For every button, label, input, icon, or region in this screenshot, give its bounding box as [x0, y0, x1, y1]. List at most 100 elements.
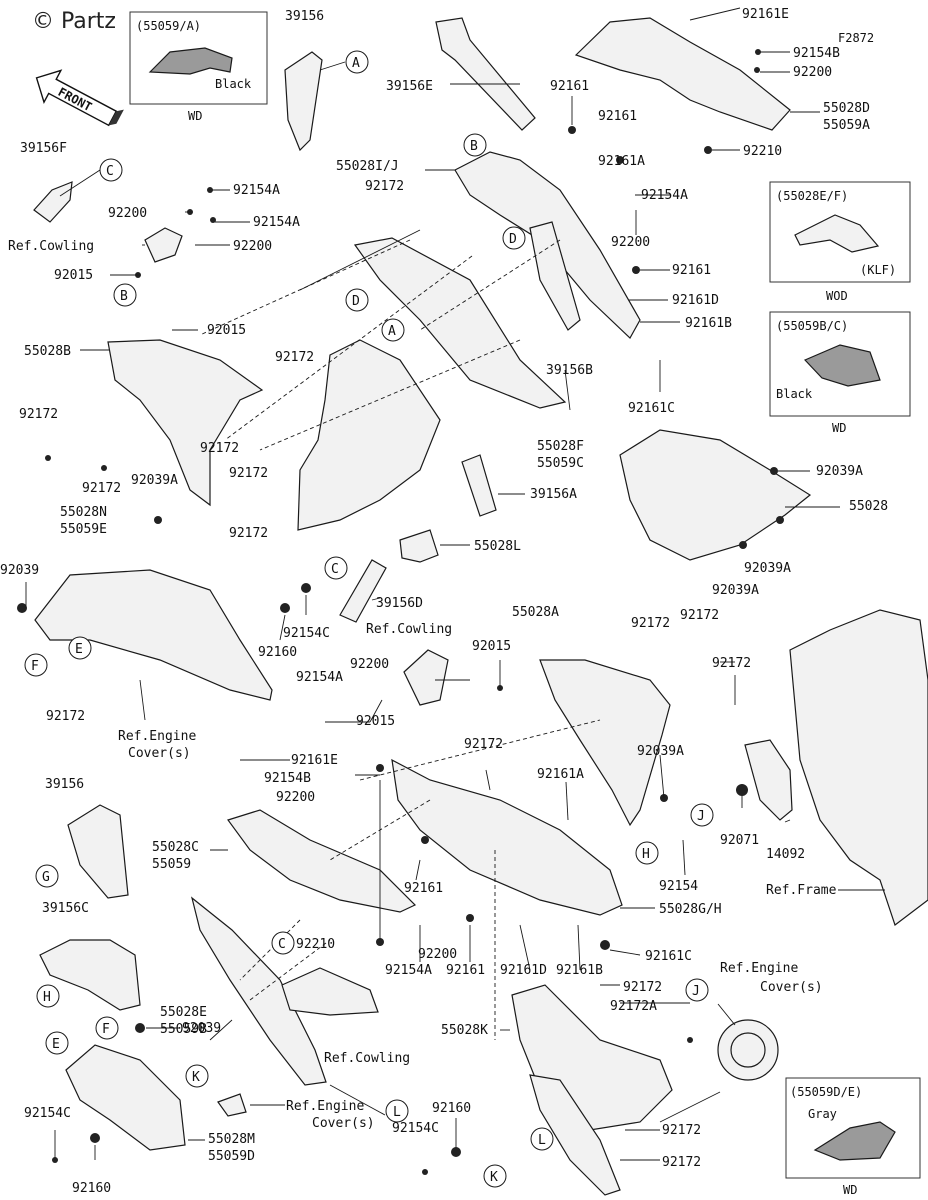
svg-text:B: B [120, 289, 128, 304]
callout: 92172A [610, 999, 657, 1014]
circle-letter-K-left: K [185, 1064, 209, 1088]
callout: 39156 [285, 9, 324, 24]
callout: 39156C [42, 901, 89, 916]
inset-55028EF: (55028E/F) (KLF) WOD [769, 181, 911, 303]
inset-color: (KLF) [860, 263, 896, 277]
callout: 92172 [19, 407, 58, 422]
callout: 92161 [550, 79, 589, 94]
callout: 92154 [659, 879, 698, 894]
callout: 39156 [45, 777, 84, 792]
svg-text:C: C [331, 562, 339, 577]
callout: 92039A [131, 473, 178, 488]
callout: 92161C [645, 949, 692, 964]
callout: 92200 [350, 657, 389, 672]
callout: 92154A [253, 215, 300, 230]
callout: 92172 [680, 608, 719, 623]
callout-labels: 39156 39156E 92161E 92154B 92200 55028D … [0, 7, 888, 1196]
circle-letter-B-left: B [113, 283, 137, 307]
callout: 55059C [537, 456, 584, 471]
callout: 92160 [72, 1181, 111, 1196]
callout: 92200 [418, 947, 457, 962]
part-55028M [65, 1044, 186, 1151]
callout: 92161 [598, 109, 637, 124]
callout: 92172 [464, 737, 503, 752]
callout: 55028M [208, 1132, 255, 1147]
svg-text:A: A [352, 56, 360, 71]
callout: 55059 [152, 857, 191, 872]
callout: 92200 [233, 239, 272, 254]
callout: 92161D [500, 963, 547, 978]
svg-text:E: E [52, 1037, 60, 1052]
callout: 55028A [512, 605, 559, 620]
circle-letter-A-mid: A [381, 318, 405, 342]
part-55028F-panel [353, 237, 567, 409]
callout: 92172 [229, 526, 268, 541]
inset-55059BC: (55059B/C) Black WD [769, 311, 911, 435]
callout: 92172 [662, 1123, 701, 1138]
inset-footer: WD [843, 1183, 857, 1197]
circle-letter-D-mid: D [345, 288, 369, 312]
svg-text:H: H [642, 847, 650, 862]
callout: 92154B [264, 771, 311, 786]
part-55028L [399, 529, 439, 563]
callout: Cover(s) [760, 980, 823, 995]
part-39156A [461, 454, 497, 517]
inset-footer: WD [188, 109, 202, 123]
svg-text:D: D [352, 294, 360, 309]
callout: 55059D [208, 1149, 255, 1164]
svg-text:J: J [692, 984, 700, 999]
callout: 92160 [258, 645, 297, 660]
inset-color: Black [776, 387, 813, 401]
part-55028B [107, 339, 264, 507]
callout: 55028E [160, 1005, 207, 1020]
circle-letter-C-mid: C [324, 556, 348, 580]
callout: 92039A [744, 561, 791, 576]
callout: 55028C [152, 840, 199, 855]
callout: 92161A [598, 154, 645, 169]
callout: 92210 [743, 144, 782, 159]
part-55028-right [619, 429, 812, 561]
svg-text:K: K [192, 1070, 200, 1085]
callout: 55028 [849, 499, 888, 514]
callout: 55028L [474, 539, 521, 554]
callout: 92172 [712, 656, 751, 671]
callout: 92154C [283, 626, 330, 641]
callout: 92039 [182, 1021, 221, 1036]
part-39156E-strip [435, 17, 536, 131]
inset-footer: WD [832, 421, 846, 435]
callout: 55059A [823, 118, 870, 133]
svg-text:C: C [106, 164, 114, 179]
part-frame-ref [789, 609, 928, 926]
part-55028A [539, 659, 671, 827]
part-39156C [39, 939, 141, 1011]
leader-lines [25, 7, 885, 1161]
svg-text:L: L [538, 1133, 546, 1148]
circle-letter-L-right: L [530, 1127, 554, 1151]
inset-code: (55059B/C) [776, 319, 848, 333]
circle-letter-E-lower: E [45, 1031, 69, 1055]
inset-color: Black [215, 77, 252, 91]
part-55028E [190, 896, 327, 1086]
assembly-lines [199, 239, 601, 1040]
circle-letter-F-lower: F [95, 1016, 119, 1040]
svg-text:A: A [388, 324, 396, 339]
circle-letter-B-top: B [463, 133, 487, 157]
callout: 92200 [276, 790, 315, 805]
svg-text:E: E [75, 642, 83, 657]
callout: 55059E [60, 522, 107, 537]
inset-55059DE: (55059D/E) Gray WD [785, 1077, 921, 1197]
callout: 92172 [82, 481, 121, 496]
callout: 92160 [432, 1101, 471, 1116]
callout: Ref.Engine [118, 729, 196, 744]
callout: 92154A [296, 670, 343, 685]
callout: 92200 [108, 206, 147, 221]
callout: 92154C [392, 1121, 439, 1136]
part-bracket-2 [403, 649, 449, 706]
callout: 92071 [720, 833, 759, 848]
svg-text:J: J [697, 809, 705, 824]
callout: 14092 [766, 847, 805, 862]
callout: 92039A [816, 464, 863, 479]
circle-letter-H-mid: H [635, 841, 659, 865]
circle-letter-G-left: G [35, 864, 59, 888]
